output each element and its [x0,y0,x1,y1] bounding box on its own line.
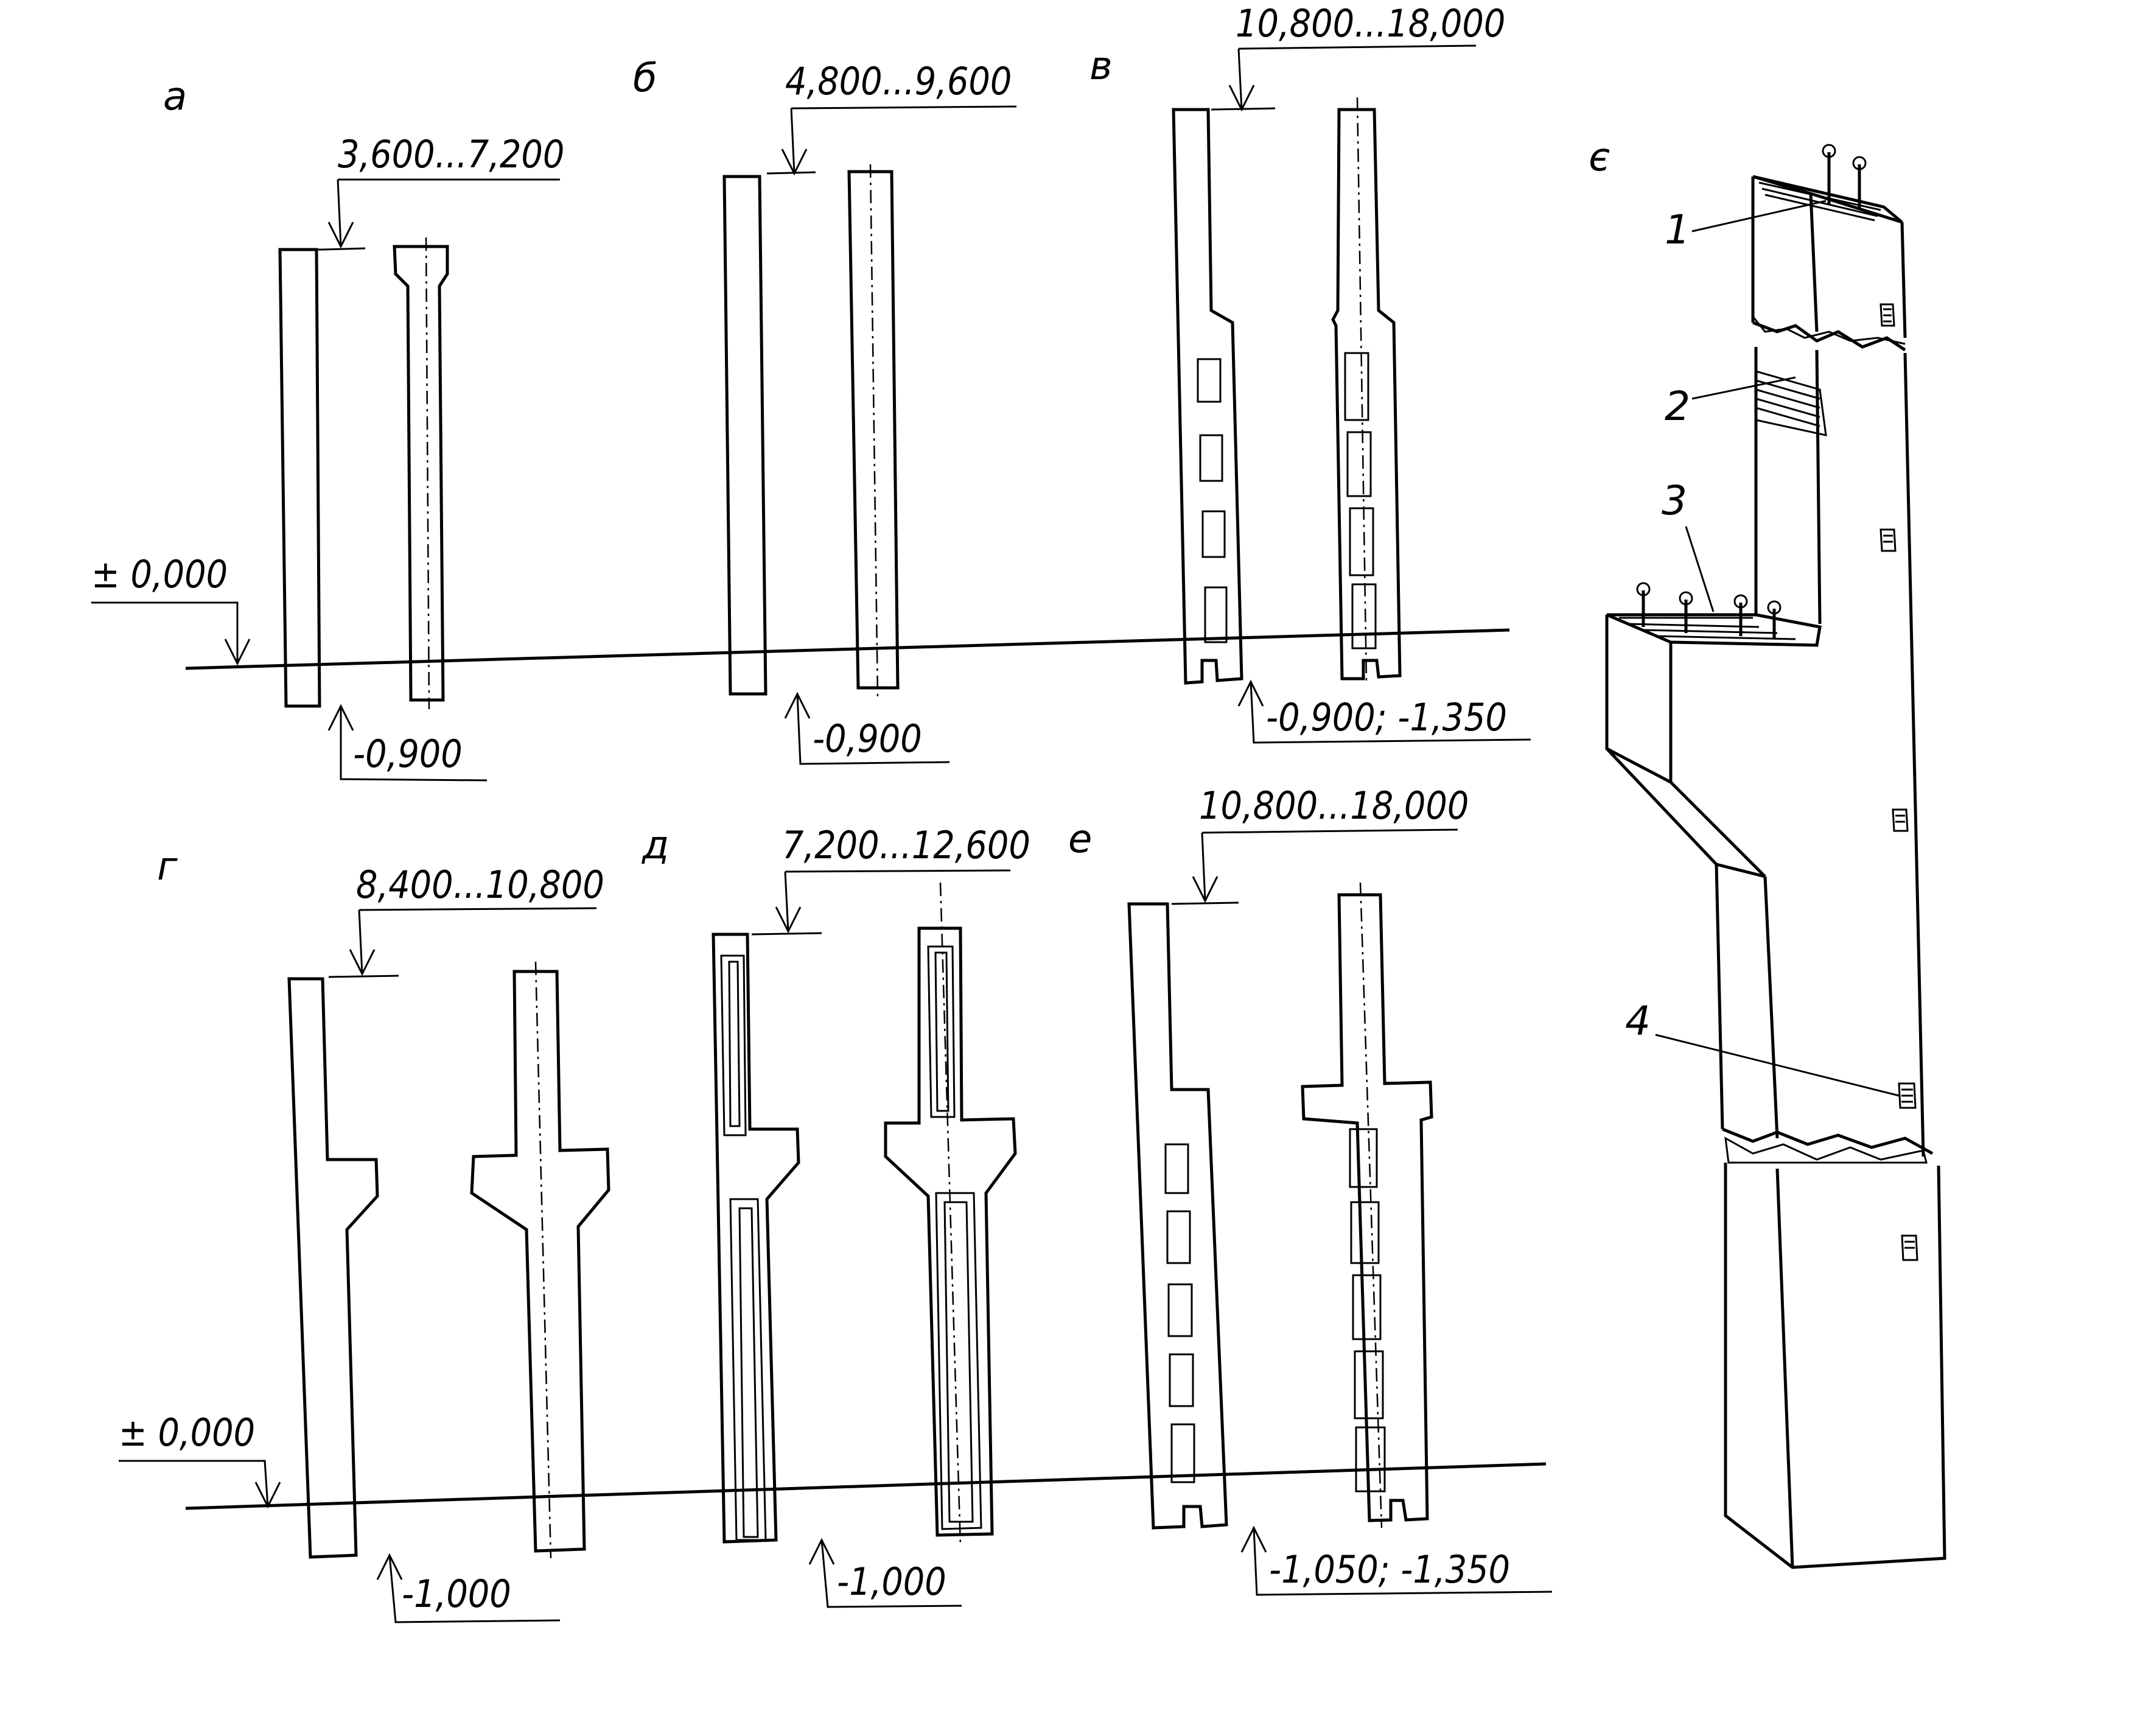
svg-text:4,800...9,600: 4,800...9,600 [785,59,1012,103]
svg-text:± 0,000: ± 0,000 [119,1410,255,1455]
dim-a-top: 3,600...7,200 [322,132,564,251]
label-d: д [642,823,669,868]
column-g-front [470,961,610,1559]
svg-text:7,200...12,600: 7,200...12,600 [782,823,1030,867]
dim-a-bottom: -0,900 [327,704,488,782]
column-a-front [393,237,449,710]
svg-text:3,600...7,200: 3,600...7,200 [338,132,564,177]
elevation-zero-top: ± 0,000 [91,552,251,666]
label-a: а [163,74,187,119]
column-e-front [1301,882,1433,1528]
svg-text:-1,050; -1,350: -1,050; -1,350 [1269,1547,1510,1592]
insert-plates [1879,303,1918,1261]
callout-3: 3 [1662,477,1687,524]
label-g: г [157,844,178,889]
svg-text:-0,900: -0,900 [353,732,463,776]
dim-v-bottom: -0,900; -1,350 [1237,679,1531,744]
ground-line-bottom [185,1462,1547,1510]
elevation-zero-bottom: ± 0,000 [119,1410,281,1509]
dim-e-top: 10,800...18,000 [1171,783,1469,905]
callout-1: 1 [1665,206,1690,253]
callout-4: 4 [1625,998,1651,1045]
column-e-side [1127,902,1228,1530]
svg-text:-0,900; -1,350: -0,900; -1,350 [1266,695,1507,740]
ground-line-top [185,628,1510,670]
svg-text:10,800...18,000: 10,800...18,000 [1236,1,1505,46]
dim-b-bottom: -0,900 [784,691,950,765]
label-v: в [1089,44,1113,89]
column-a-side [278,248,323,708]
column-v-front [1331,97,1402,682]
svg-text:± 0,000: ± 0,000 [91,552,228,597]
column-b-front [847,164,900,698]
callout-2: 2 [1665,383,1690,430]
label-b: б [633,56,657,101]
column-d-side [712,933,800,1544]
column-g-side [287,977,379,1559]
column-b-side [722,175,768,696]
svg-text:10,800...18,000: 10,800...18,000 [1199,783,1469,828]
dim-v-top: 10,800...18,000 [1211,1,1505,112]
svg-text:-1,000: -1,000 [402,1572,511,1616]
dim-e-bottom: -1,050; -1,350 [1240,1525,1553,1596]
svg-text:8,400...10,800: 8,400...10,800 [356,863,604,907]
label-ye: є [1589,135,1610,180]
column-d-front [884,882,1017,1547]
dim-d-bottom: -1,000 [808,1538,962,1608]
label-e: е [1068,817,1092,862]
dim-g-top: 8,400...10,800 [328,863,604,978]
dim-d-top: 7,200...12,600 [751,823,1030,936]
svg-text:-1,000: -1,000 [837,1559,946,1604]
svg-text:-0,900: -0,900 [813,716,922,761]
dim-g-bottom: -1,000 [376,1553,561,1623]
column-v-side [1172,108,1243,685]
dim-b-top: 4,800...9,600 [766,59,1017,176]
column-isometric [1605,144,1946,1569]
